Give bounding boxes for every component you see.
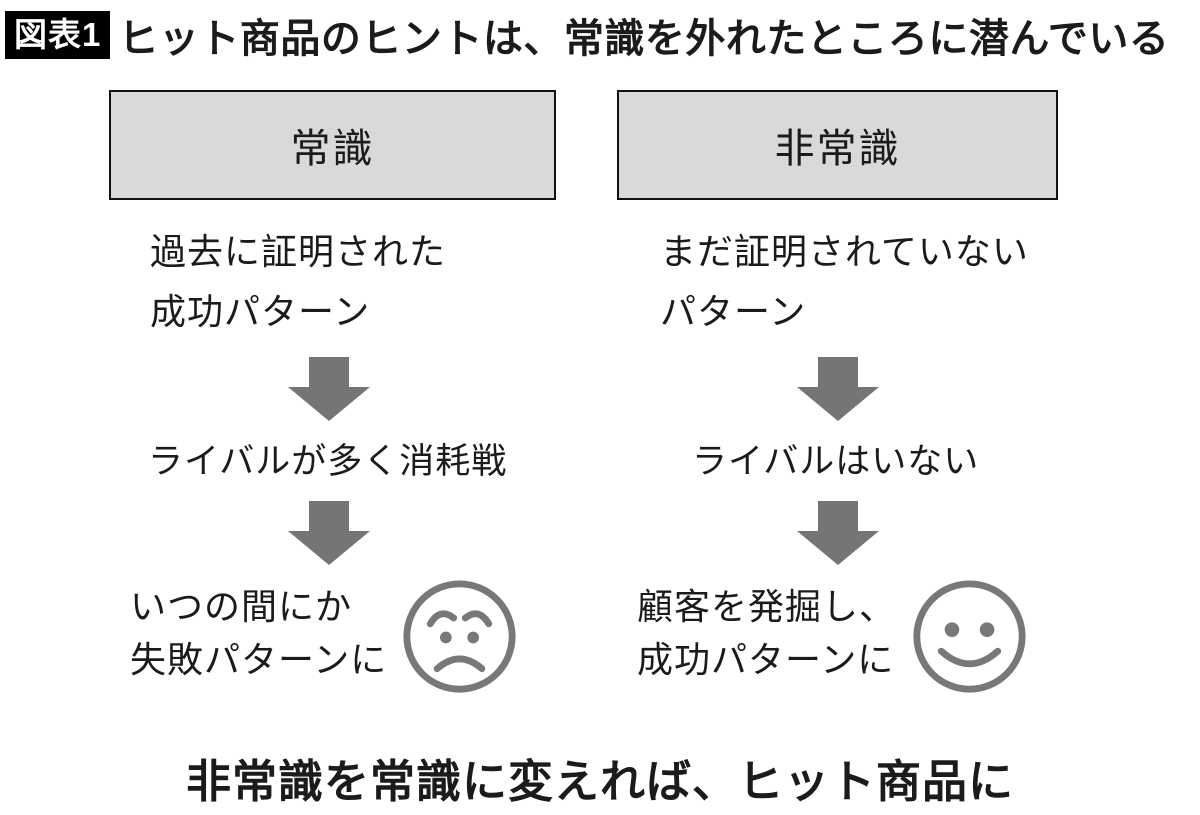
down-arrow-icon	[797, 501, 879, 565]
down-arrow-icon	[797, 357, 879, 421]
down-arrow-icon	[288, 357, 370, 421]
sad-face-icon	[403, 580, 516, 693]
header-box-common-sense-label: 常識	[290, 127, 375, 171]
step-many-rivals-attrition: ライバルが多く消耗戦	[148, 442, 508, 481]
step-success-pattern: 顧客を発掘し、 成功パターンに	[637, 586, 897, 680]
step-unproven-pattern: まだ証明されていない パターン	[660, 231, 1029, 332]
header-box-unconventional: 非常識	[617, 90, 1058, 200]
conclusion-text: 非常識を常識に変えれば、ヒット商品に	[185, 756, 1014, 807]
header-box-unconventional-label: 非常識	[774, 127, 901, 171]
figure-number-badge: 図表1	[5, 11, 111, 59]
figure-title: ヒット商品のヒントは、常識を外れたところに潜んでいる	[118, 17, 1170, 61]
down-arrow-icon	[288, 501, 370, 565]
step-failure-pattern: いつの間にか 失敗パターンに	[130, 586, 388, 680]
figure-header: 図表1 ヒット商品のヒントは、常識を外れたところに潜んでいる	[5, 6, 1169, 64]
header-box-common-sense: 常識	[109, 90, 556, 200]
step-proven-success-pattern: 過去に証明された 成功パターン	[150, 231, 447, 332]
happy-face-icon	[913, 580, 1026, 693]
step-no-rivals: ライバルはいない	[692, 442, 980, 481]
